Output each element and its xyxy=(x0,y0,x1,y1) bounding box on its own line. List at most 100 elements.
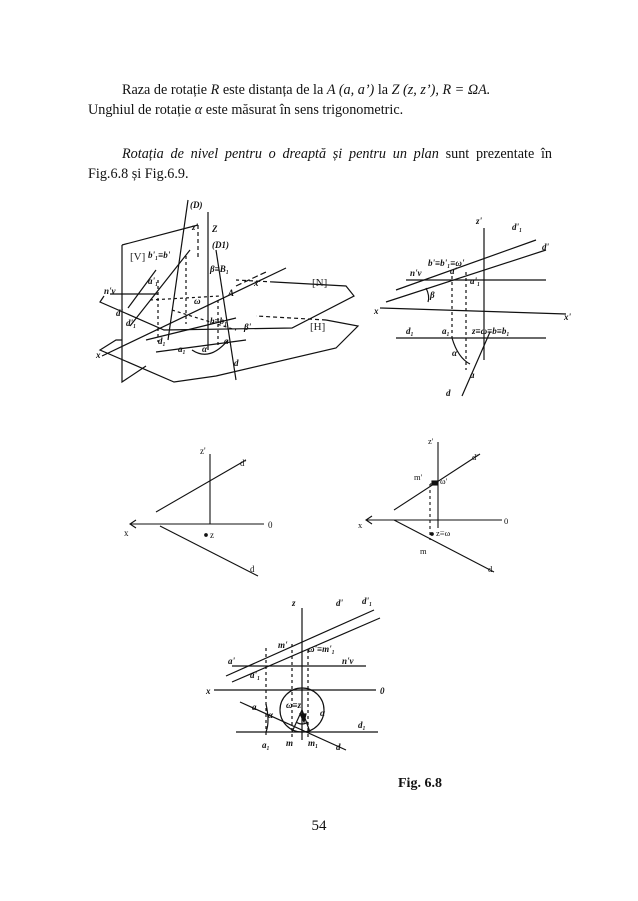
label-alpha: α xyxy=(268,710,274,720)
line-dprime xyxy=(225,609,375,677)
label-d: d xyxy=(234,358,239,368)
label-xprime: x' xyxy=(253,278,262,288)
label-plane-H: [H] xyxy=(310,321,325,333)
label-d: d xyxy=(250,564,255,574)
label-zprime: z' xyxy=(191,222,199,232)
label-omegaz: ω≡z xyxy=(286,700,302,710)
text-run: este măsurat în sens trigonometric. xyxy=(202,102,404,118)
label-nV: n'v xyxy=(104,286,117,296)
line-dprime xyxy=(395,239,537,291)
label-betap: β' xyxy=(243,322,252,332)
text-run-italic: ΩA. xyxy=(467,82,491,98)
point-z xyxy=(430,532,434,536)
figure-3d-rotation: (D) Z z' (D1) b'₁≡b' β≡B₁ x' n'v a'₁ A d… xyxy=(86,190,376,390)
label-x: x xyxy=(358,520,363,530)
label-a1: a₁ xyxy=(178,344,186,354)
point-z xyxy=(204,533,208,537)
label-beta: β xyxy=(429,290,435,300)
label-zomega: z≡ω≡b≡b₁ xyxy=(471,326,510,336)
label-a1: a₁ xyxy=(442,326,450,336)
label-m1: m₁ xyxy=(308,738,318,748)
label-bb1: b≡b₁ xyxy=(210,316,227,326)
text-run-italic: Z (z, z’), R = xyxy=(391,82,468,98)
label-alpha: α xyxy=(202,344,208,354)
label-m: m xyxy=(286,738,293,748)
label-nV: n'v xyxy=(410,268,423,278)
text-run: Unghiul de rotație xyxy=(88,102,195,118)
figure-mid-left: z' d' x 0 z d xyxy=(120,440,290,580)
label-plane-N: [N] xyxy=(312,277,327,289)
text-run: Raza de rotație xyxy=(122,82,211,98)
label-mprime: m' xyxy=(278,640,288,650)
figure-caption: Fig. 6.8 xyxy=(398,776,442,791)
label-dprime: d' xyxy=(116,308,124,318)
figure-3d-svg: (D) Z z' (D1) b'₁≡b' β≡B₁ x' n'v a'₁ A d… xyxy=(95,199,360,384)
label-a: a xyxy=(252,702,257,712)
figure-bottom-epure: z d' d'₁ m' ω'≡m'₁ a' n'v a'₁ x 0 ω≡z a … xyxy=(196,590,396,766)
arc-alpha xyxy=(295,721,309,725)
page-number: 54 xyxy=(311,818,327,834)
arc-alpha xyxy=(191,339,229,355)
line-d xyxy=(167,199,189,341)
figure-epure-topright-svg: z' d'₁ d' b'≡b'₁≡ω' n'v a' a'₁ β x x' d₁… xyxy=(373,216,572,398)
label-d1prime: d'₁ xyxy=(512,222,522,232)
line-d1 xyxy=(215,249,237,381)
label-a1: a₁ xyxy=(262,740,270,750)
label-dprime: d' xyxy=(336,598,344,608)
paragraph-rotation-radius: Raza de rotație R este distanța de la A … xyxy=(88,80,552,120)
label-dprime: d' xyxy=(472,452,478,462)
label-a: a xyxy=(224,336,229,346)
text-run: la xyxy=(374,82,392,98)
plane-n-edge xyxy=(235,279,275,283)
text-run-italic: Rotația de nivel pentru o dreaptă și pen… xyxy=(122,146,439,162)
text-run-italic: A (a, a’) xyxy=(326,82,375,98)
figure-bottom-epure-svg: z d' d'₁ m' ω'≡m'₁ a' n'v a'₁ x 0 ω≡z a … xyxy=(205,596,385,752)
label-a1prime: a'₁ xyxy=(470,276,480,286)
line-d xyxy=(461,331,491,397)
label-dprime: d' xyxy=(542,242,550,252)
label-dprime: d' xyxy=(240,458,247,468)
figure-epure-topright: z' d'₁ d' b'≡b'₁≡ω' n'v a' a'₁ β x x' d₁… xyxy=(366,210,576,406)
arc-alpha xyxy=(265,703,269,733)
label-z: z xyxy=(210,530,214,540)
line-d xyxy=(145,317,237,341)
label-omega: ω xyxy=(194,296,201,306)
ground-line-x-dashed xyxy=(235,271,267,287)
label-x: x xyxy=(124,528,129,538)
label-xprime: x' xyxy=(563,312,572,322)
label-z: z xyxy=(291,598,296,608)
paragraph-line: Unghiul de rotație α este măsurat în sen… xyxy=(88,100,552,120)
arc-beta xyxy=(425,287,430,303)
text-run: este distanța de la xyxy=(219,82,327,98)
label-beta-B: β≡B₁ xyxy=(209,264,229,274)
label-d1prime: d'₁ xyxy=(126,318,136,328)
figure-mid-right-svg: z' d' m' ω' x 0 z≡ω m d xyxy=(358,436,508,574)
text-run-italic: α xyxy=(194,102,203,118)
arrow-x xyxy=(129,519,137,529)
label-x: x xyxy=(205,686,211,696)
line-d xyxy=(159,525,259,577)
line-d1prime xyxy=(385,249,547,303)
projection-line xyxy=(149,295,221,301)
label-a: a xyxy=(470,370,475,380)
label-Z: Z xyxy=(211,224,218,234)
label-mprime: m' xyxy=(414,472,423,482)
label-nV: n'v xyxy=(342,656,355,666)
label-aprime: a' xyxy=(450,266,458,276)
label-d: d xyxy=(488,564,493,574)
label-zomega: z≡ω xyxy=(436,528,451,538)
figure-mid-left-svg: z' d' x 0 z d xyxy=(124,446,273,577)
label-x: x xyxy=(95,350,101,360)
label-A: A xyxy=(227,288,234,298)
rotation-circle xyxy=(279,687,325,733)
text-run-italic: R xyxy=(210,82,220,98)
line-dprime xyxy=(129,249,191,327)
text-run: sunt prezentate în Fig.6.8 și Fig.6.9. xyxy=(88,146,552,182)
label-O: 0 xyxy=(380,686,385,696)
figure-mid-right: z' d' m' ω' x 0 z≡ω m d xyxy=(354,432,524,580)
label-alpha-2: α xyxy=(320,708,326,718)
label-D1: (D1) xyxy=(212,240,229,250)
label-D: (D) xyxy=(190,200,203,210)
projection-line xyxy=(171,309,237,331)
ground-line-x xyxy=(379,307,567,315)
